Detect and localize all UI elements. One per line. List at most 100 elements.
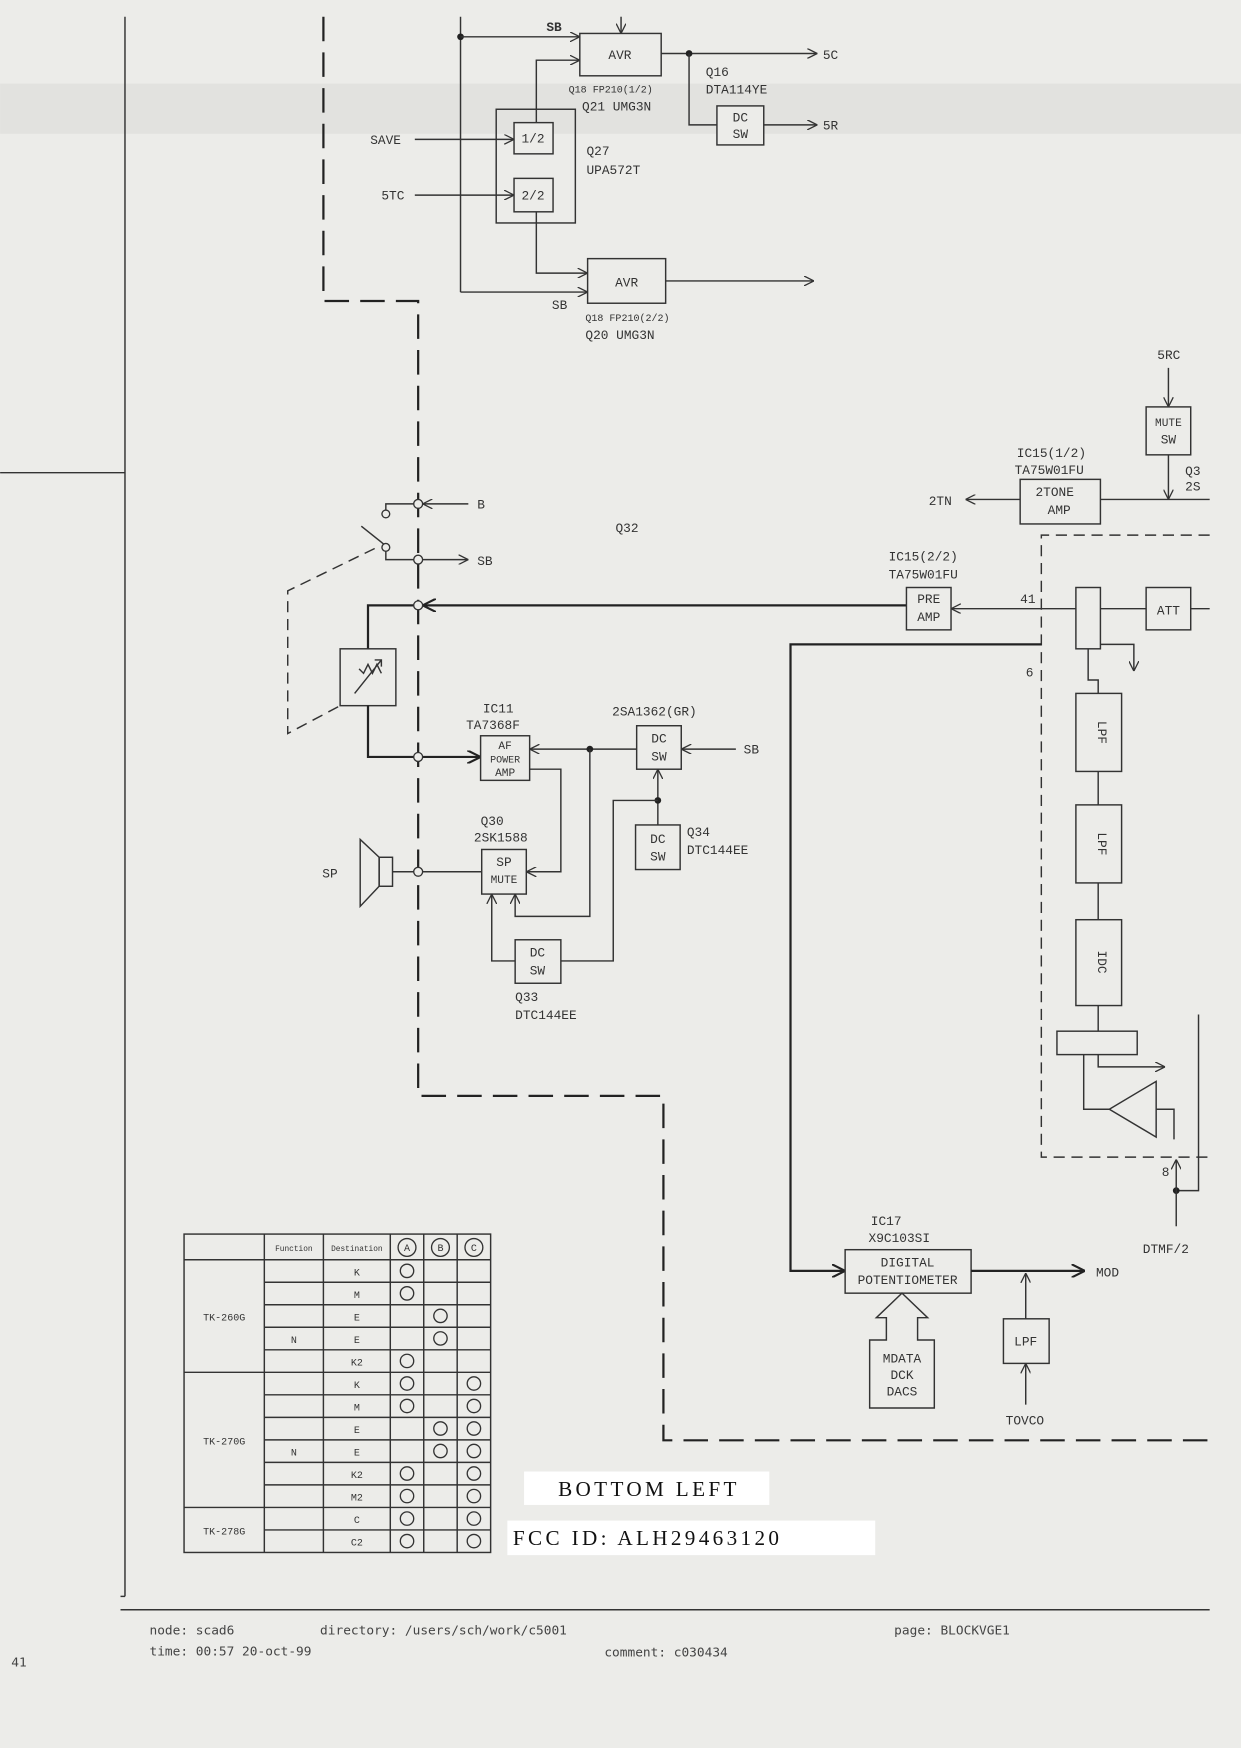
cell-destination: M: [354, 1403, 360, 1414]
part-label: 2SA1362(GR): [612, 705, 697, 720]
lpf-1: [1075, 692, 1123, 773]
mark-circle-a: [399, 1466, 415, 1481]
block-label: SW: [650, 850, 666, 865]
cell-destination: K: [354, 1381, 360, 1392]
cell-function: N: [291, 1336, 297, 1347]
footer-page: page: BLOCKVGE1: [894, 1623, 1010, 1638]
block-label: AMP: [917, 610, 940, 625]
part-label: Q30: [481, 814, 504, 829]
pin-label: 6: [1026, 666, 1034, 681]
block-label: DCK: [890, 1368, 913, 1383]
cell-destination: M: [354, 1291, 360, 1302]
label-mod: MOD: [1096, 1265, 1119, 1280]
audio-section: B SB Q32 IC11 TA7368F AF POWER AMP 2SA13…: [287, 497, 907, 1023]
att: [1145, 586, 1192, 631]
mark-circle-c: [466, 1466, 482, 1481]
cell-destination: E: [354, 1448, 360, 1459]
part-label: Q18 FP210(2/2): [585, 313, 669, 325]
block-label: SW: [530, 963, 546, 978]
block-label: LPF: [1094, 721, 1109, 744]
cell-destination: E: [354, 1426, 360, 1437]
label-sb: SB: [546, 20, 562, 35]
part-label: X9C103SI: [869, 1231, 931, 1246]
header-circle: [397, 1237, 417, 1258]
part-label: IC17: [871, 1214, 902, 1229]
switch-block: [1075, 586, 1102, 650]
block-label: 2/2: [521, 189, 544, 204]
cell-destination: C2: [351, 1539, 363, 1550]
mark-circle-b: [433, 1331, 448, 1346]
avr-block-2: [586, 257, 667, 304]
stamp-fcc-id: FCC ID: ALH29463120: [513, 1526, 782, 1550]
lpf-3: [1002, 1318, 1050, 1365]
cell-destination: K: [354, 1268, 360, 1279]
table-header: B: [437, 1244, 443, 1255]
label-sb: SB: [744, 743, 760, 758]
part-label: Q21 UMG3N: [582, 99, 651, 114]
cell-destination: E: [354, 1336, 360, 1347]
footer-time: time: 00:57 20-oct-99: [149, 1644, 311, 1659]
part-label: Q27: [586, 144, 609, 159]
part-label: Q33: [515, 990, 538, 1005]
block-label: SP: [496, 855, 511, 870]
block-label: POTENTIOMETER: [858, 1273, 958, 1288]
label-b: B: [477, 497, 485, 512]
stamp-bg: [507, 1520, 876, 1556]
power-section: SB AVR Q18 FP210(1/2) Q21 UMG3N 5C Q16 D…: [370, 16, 839, 343]
label-dtmf: DTMF/2: [1143, 1242, 1189, 1257]
cell-function: N: [291, 1448, 297, 1459]
frame: [0, 16, 1210, 1611]
block-label: AF: [498, 741, 511, 753]
stamp-bg: [524, 1471, 770, 1505]
block-label: ATT: [1157, 603, 1180, 618]
bus-arrow: [868, 1292, 936, 1409]
block-label: MDATA: [883, 1351, 922, 1366]
part-label: IC15(2/2): [889, 550, 958, 565]
avr-label: AVR: [608, 48, 631, 63]
dc-sw-q34: [634, 824, 681, 871]
footer-node: node: scad6: [149, 1623, 234, 1638]
part-label: UPA572T: [586, 163, 640, 178]
block-label: SW: [651, 749, 667, 764]
cell-destination: K2: [351, 1471, 363, 1482]
label-sb: SB: [477, 554, 493, 569]
table-header: Function: [275, 1246, 312, 1254]
switch-block-2: [1056, 1030, 1138, 1056]
table-header: Destination: [331, 1246, 382, 1254]
amplifier-triangle: [1107, 1080, 1157, 1139]
power-switch: [360, 525, 385, 545]
mark-circle-a: [399, 1533, 415, 1549]
q27-half-2: [513, 177, 554, 213]
label-sp: SP: [322, 866, 337, 881]
mark-circle-a: [399, 1488, 415, 1504]
cell-model: TK-260G: [203, 1313, 245, 1324]
label-5tc: 5TC: [381, 189, 404, 204]
label-5rc: 5RC: [1157, 348, 1180, 363]
q27-half-1: [513, 121, 554, 155]
digital-potentiometer: [844, 1248, 972, 1294]
block-label: SW: [1161, 433, 1177, 448]
scan-band: [0, 83, 1241, 134]
block-label: 1/2: [521, 132, 544, 147]
part-label: Q3: [1185, 464, 1200, 479]
lpf-2: [1075, 804, 1123, 884]
dc-sw-q33: [514, 939, 562, 984]
mark-circle-c: [466, 1488, 482, 1504]
cell-destination: E: [354, 1313, 360, 1324]
page-number: 41: [11, 1656, 26, 1671]
mark-circle-c: [466, 1398, 482, 1414]
mark-circle-a: [399, 1511, 415, 1526]
mark-circle-c: [466, 1376, 482, 1391]
avr-block-1: [579, 32, 662, 77]
2tone-amp: [1019, 478, 1102, 525]
part-label: 2S: [1185, 480, 1201, 495]
af-power-amp: [479, 735, 531, 782]
label-sb: SB: [552, 298, 568, 313]
part-label: Q32: [615, 521, 638, 536]
cell-destination: M2: [351, 1494, 363, 1505]
cell-model: TK-278G: [203, 1527, 245, 1538]
block-label: DC: [733, 111, 749, 126]
mark-circle-a: [399, 1286, 415, 1301]
label-2tn: 2TN: [929, 494, 952, 509]
